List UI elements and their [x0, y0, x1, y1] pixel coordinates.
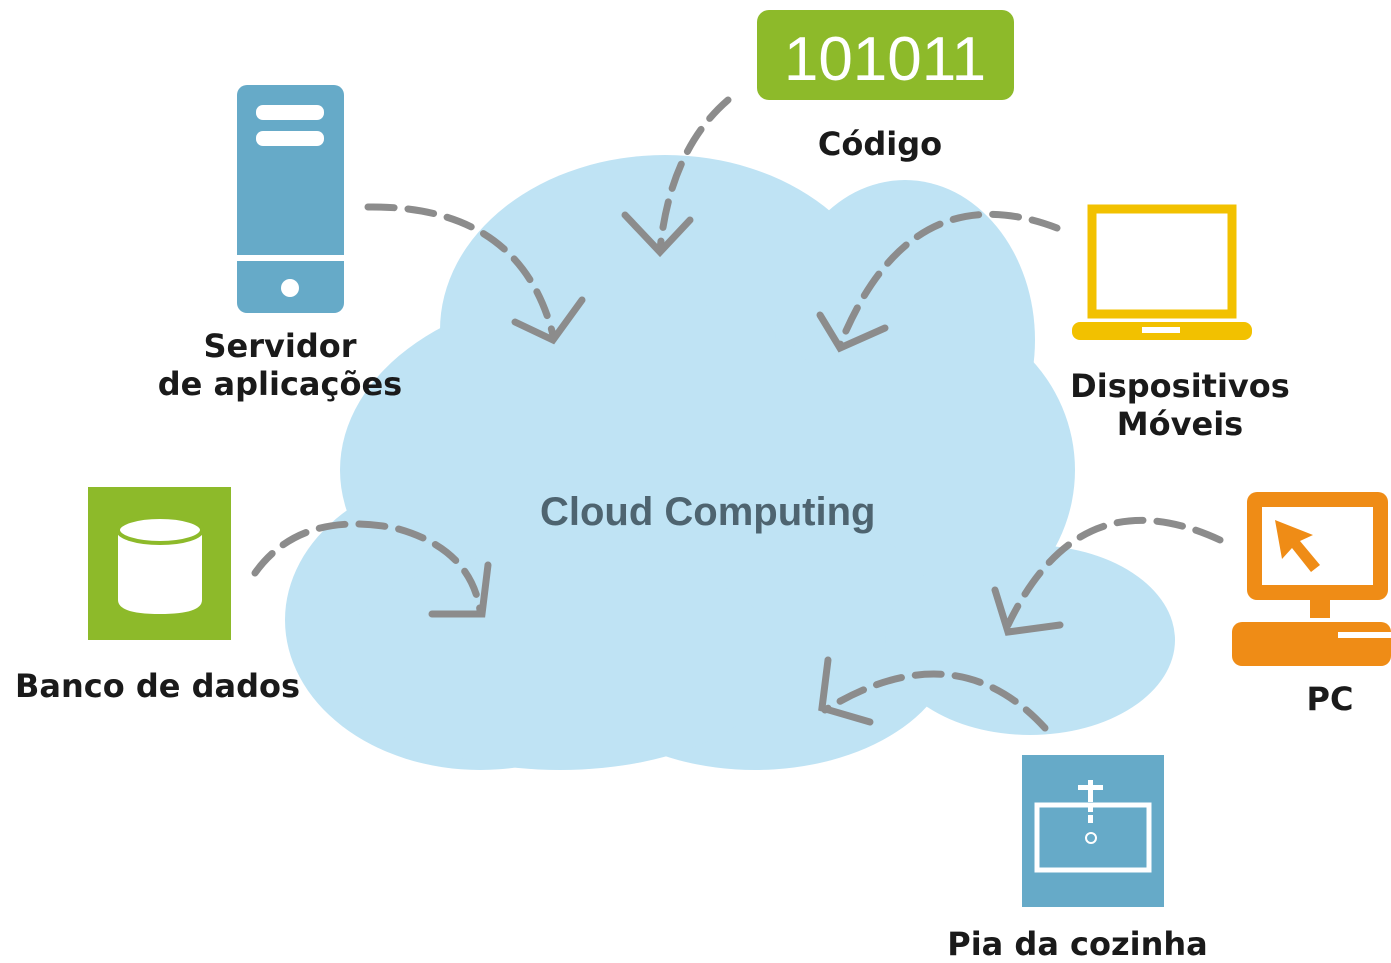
codigo-label: Código — [817, 125, 943, 163]
kitchen-sink-icon — [1022, 755, 1164, 907]
code-badge-icon: 101011 — [757, 10, 1014, 100]
server-icon — [237, 85, 344, 313]
arrow-codigo — [656, 96, 732, 254]
database-icon — [88, 487, 231, 640]
servidor-label-line2: de aplicações — [157, 365, 403, 404]
laptop-icon — [1072, 204, 1252, 340]
center-label: Cloud Computing — [540, 490, 876, 534]
dispositivos-label-line1: Dispositivos — [1070, 367, 1290, 405]
arrow-group — [251, 96, 1224, 732]
code-badge-text: 101011 — [784, 25, 986, 94]
desktop-pc-icon — [1232, 492, 1391, 666]
banco-label: Banco de dados — [14, 667, 301, 705]
cloud-shape — [285, 155, 1175, 770]
arrow-pia — [821, 670, 1049, 732]
arrow-pc — [1004, 516, 1224, 629]
arrow-servidor — [364, 203, 557, 339]
servidor-label: Servidor de aplicações — [130, 327, 430, 404]
arrow-banco — [251, 520, 484, 614]
dispositivos-label: Dispositivos Móveis — [1060, 367, 1300, 444]
servidor-label-line1: Servidor — [203, 327, 357, 365]
arrow-dispositivos — [836, 210, 1061, 349]
dispositivos-label-line2: Móveis — [1116, 405, 1244, 444]
pia-label: Pia da cozinha — [947, 925, 1208, 963]
pc-label: PC — [1306, 680, 1354, 718]
arrow-heads — [428, 211, 1064, 726]
